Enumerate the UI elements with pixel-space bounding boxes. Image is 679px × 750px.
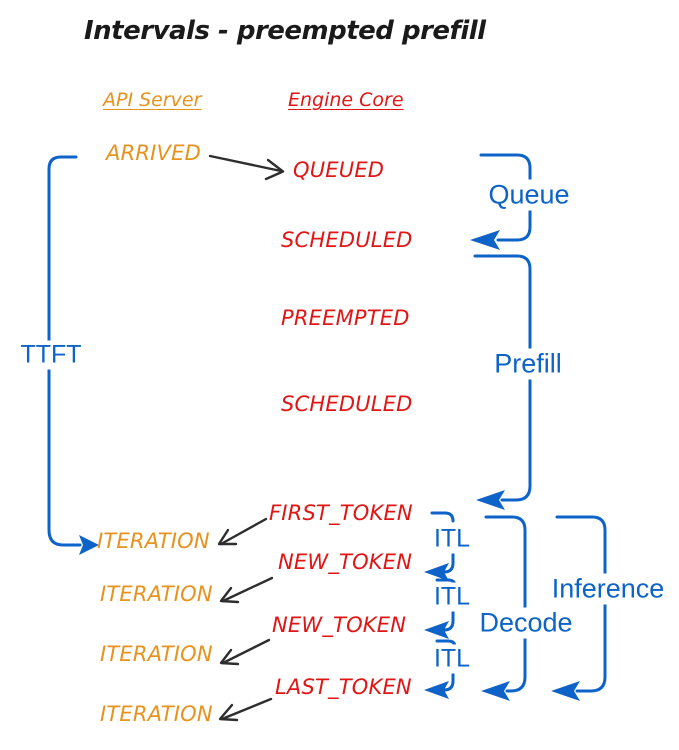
label-prefill: Prefill xyxy=(491,348,565,380)
queue-bracket xyxy=(470,153,532,250)
event-scheduled-1: SCHEDULED xyxy=(281,228,413,252)
event-arrived: ARRIVED xyxy=(106,141,201,165)
event-first-token: FIRST_TOKEN xyxy=(269,501,413,525)
label-decode: Decode xyxy=(476,607,576,639)
event-last-token: LAST_TOKEN xyxy=(275,675,412,699)
itl-bracket-1 xyxy=(424,511,455,581)
header-engine-core: Engine Core xyxy=(288,89,404,111)
event-preempted: PREEMPTED xyxy=(281,306,410,330)
label-itl-3: ITL xyxy=(430,644,474,674)
label-itl-2: ITL xyxy=(430,582,474,612)
arrow-new-token-1-iteration xyxy=(219,576,274,604)
ttft-bracket xyxy=(47,155,99,555)
label-queue: Queue xyxy=(485,179,573,211)
arrow-new-token-2-iteration xyxy=(219,638,271,666)
arrow-first-token-iteration xyxy=(217,517,268,546)
arrow-last-token-iteration xyxy=(218,697,273,722)
event-scheduled-2: SCHEDULED xyxy=(281,392,413,416)
label-inference: Inference xyxy=(548,573,668,605)
event-iteration-4: ITERATION xyxy=(100,702,213,726)
label-itl-1: ITL xyxy=(430,524,474,554)
event-iteration-2: ITERATION xyxy=(100,582,213,606)
event-queued: QUEUED xyxy=(293,158,385,182)
page-title: Intervals - preempted prefill xyxy=(84,16,486,46)
event-new-token-2: NEW_TOKEN xyxy=(272,613,407,637)
prefill-bracket xyxy=(473,254,532,510)
header-api-server: API Server xyxy=(103,89,202,111)
event-new-token-1: NEW_TOKEN xyxy=(278,550,413,574)
label-ttft: TTFT xyxy=(17,340,85,370)
inference-bracket xyxy=(551,515,607,701)
arrow-arrived-queued xyxy=(208,154,285,181)
event-iteration-1: ITERATION xyxy=(97,529,210,553)
event-iteration-3: ITERATION xyxy=(100,642,213,666)
decode-bracket xyxy=(481,515,527,701)
